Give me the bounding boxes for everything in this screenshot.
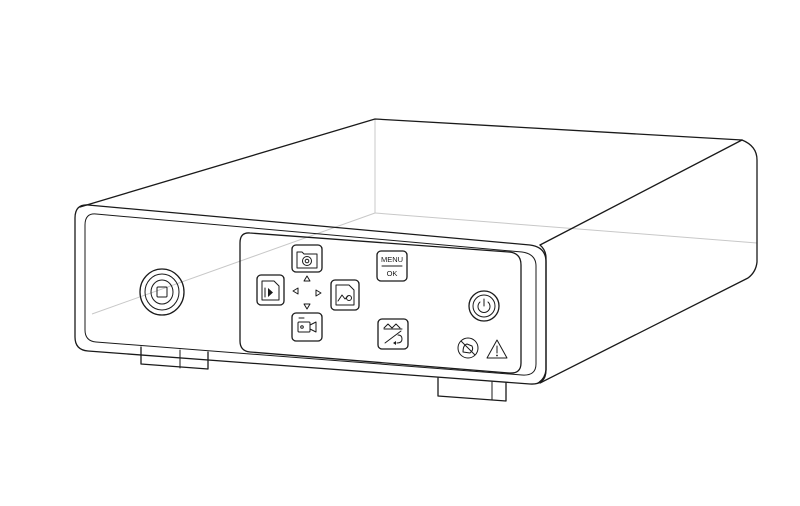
device-feet bbox=[140, 346, 507, 402]
folder-button[interactable] bbox=[291, 244, 323, 273]
folder-icon bbox=[296, 251, 318, 269]
control-panel bbox=[239, 232, 522, 374]
video-camera-icon bbox=[297, 317, 317, 333]
playback-icon bbox=[261, 280, 280, 301]
image-search-button[interactable] bbox=[330, 279, 360, 311]
do-not-touch-icon bbox=[457, 337, 479, 359]
image-search-icon bbox=[335, 284, 355, 306]
playback-button[interactable] bbox=[256, 274, 285, 306]
power-button[interactable] bbox=[468, 290, 500, 322]
device-body bbox=[74, 118, 758, 385]
video-button[interactable] bbox=[291, 312, 323, 342]
round-connector-icon bbox=[139, 268, 185, 316]
warning-triangle-icon bbox=[486, 339, 508, 359]
white-balance-button[interactable] bbox=[377, 318, 409, 350]
white-balance-return-icon bbox=[383, 323, 403, 345]
ok-label: OK bbox=[387, 269, 398, 278]
arrow-up-icon[interactable] bbox=[303, 275, 311, 282]
arrow-down-icon[interactable] bbox=[303, 303, 311, 310]
menu-ok-button[interactable]: MENU OK bbox=[376, 250, 408, 282]
menu-label: MENU bbox=[381, 255, 403, 264]
hidden-edges bbox=[91, 119, 758, 315]
arrow-right-icon[interactable] bbox=[315, 289, 322, 297]
arrow-left-icon[interactable] bbox=[292, 287, 299, 295]
power-icon bbox=[477, 298, 491, 313]
direction-arrows bbox=[292, 275, 322, 310]
